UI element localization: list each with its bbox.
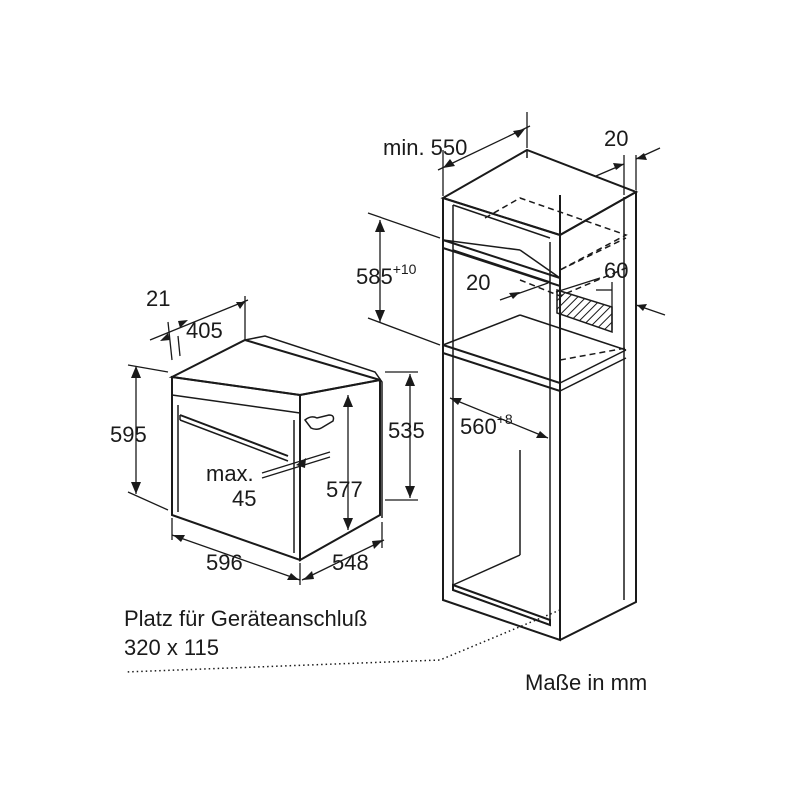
oven-depth-548-label: 548 [332, 550, 369, 575]
connection-note-line2: 320 x 115 [124, 635, 219, 660]
dimension-20-wall [595, 147, 661, 195]
dimension-577 [343, 395, 353, 530]
vent-slot-60-label: 60 [604, 258, 628, 283]
vent-depth-20-label: 20 [466, 270, 490, 295]
min-550-label: min. 550 [383, 135, 467, 160]
dimension-min-550 [437, 112, 531, 196]
wall-gap-20-label: 20 [604, 126, 628, 151]
dimension-535 [385, 371, 418, 501]
dimension-585 [367, 212, 441, 346]
dimension-548 [301, 522, 385, 581]
front-panel-21-label: 21 [146, 286, 170, 311]
dimension-405 [149, 296, 249, 361]
units-note: Maße in mm [525, 670, 647, 695]
rear-height-535-label: 535 [388, 418, 425, 443]
oven-drawing [168, 335, 383, 562]
dimension-560 [449, 397, 549, 439]
dimension-596 [171, 518, 301, 585]
niche-width-560-label: 560+8 [460, 411, 513, 439]
oven-width-596-label: 596 [206, 550, 243, 575]
dimension-60 [596, 282, 666, 330]
max-45-label: 45 [232, 486, 256, 511]
vent-slot-hatch [556, 288, 613, 334]
connection-note-line1: Platz für Geräteanschluß [124, 606, 367, 631]
dimension-595 [127, 364, 169, 511]
oven-depth-405-label: 405 [186, 318, 223, 343]
niche-height-585-label: 585+10 [356, 261, 417, 289]
inner-height-577-label: 577 [326, 477, 363, 502]
connection-space-dotted [124, 318, 561, 673]
oven-height-595-label: 595 [110, 422, 147, 447]
cabinet-drawing [440, 148, 639, 642]
max-label: max. [206, 461, 254, 486]
dimension-20-vent [499, 277, 601, 301]
dimension-max-45 [261, 451, 331, 479]
